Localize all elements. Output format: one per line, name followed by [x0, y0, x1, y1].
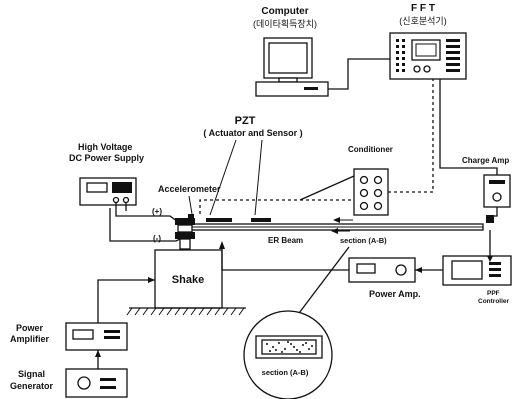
ppf-label-line1: PPF: [487, 290, 500, 297]
section-arrow-icon: [333, 217, 340, 223]
computer-sublabel: (데이타획득장치): [253, 18, 317, 29]
fft-screen: [411, 39, 441, 61]
signal-generator-label-line2: Generator: [10, 381, 54, 391]
section-detail-view: section (A-B): [243, 310, 333, 399]
computer-label: Computer: [261, 6, 308, 17]
charge-amp: [483, 174, 511, 208]
signal-generator: [65, 368, 128, 398]
chargeamp-ppf-arrow-icon: [487, 256, 493, 262]
power-amplifier: [65, 322, 128, 351]
accelerometer-conditioner-cable: [199, 199, 354, 214]
signal-generator-label-line1: Signal: [18, 369, 45, 379]
beam-clamp: [175, 214, 195, 250]
er-fluid-particles: [266, 341, 313, 353]
amplifier-shaker-arrow-icon: [148, 277, 155, 283]
generator-amplifier-arrow-icon: [95, 350, 101, 357]
hv-power-supply: [79, 177, 137, 206]
charge-amp-label: Charge Amp: [462, 156, 509, 165]
ground-hatch: [126, 307, 245, 316]
amplifier-shaker-cable: [97, 279, 155, 323]
beam-tip-sensor: [486, 215, 494, 223]
ppf-label-line2: Controller: [478, 298, 510, 305]
power-amp: [348, 257, 416, 283]
fft-sublabel: (신호분석기): [399, 16, 446, 26]
power-amp-label: Power Amp.: [369, 289, 421, 299]
power-amplifier-label-line2: Amplifier: [10, 334, 50, 344]
monitor-icon: [263, 37, 313, 83]
conditioner-label: Conditioner: [348, 145, 393, 154]
fft-label: F F T: [411, 3, 435, 14]
pzt-sublabel: ( Actuator and Sensor ): [203, 128, 302, 138]
er-beam-label: ER Beam: [268, 236, 303, 245]
computer-fft-cable: [328, 58, 390, 90]
shaker: Shake: [154, 249, 223, 309]
hv-positive-wire: [115, 202, 179, 223]
hv-label-line1: High Voltage: [78, 142, 132, 152]
conditioner: [353, 168, 389, 216]
hv-negative-wire: [109, 208, 183, 242]
conditioner-fft-cable: [388, 79, 434, 193]
pzt-sensor: [251, 218, 271, 222]
hv-label-line2: DC Power Supply: [69, 153, 144, 163]
pzt-leader-sensor: [254, 139, 263, 216]
section-label: section (A-B): [340, 236, 387, 245]
pzt-label: PZT: [235, 115, 256, 127]
ppf-controller: [442, 255, 512, 286]
shake-label: Shake: [172, 274, 204, 286]
fft-analyzer: F F T (신호분석기): [389, 3, 467, 80]
minus-label: (-): [153, 234, 161, 243]
pzt-leader-actuator: [209, 139, 237, 216]
computer-base-icon: [255, 81, 329, 97]
poweramp-arrow-icon: [219, 241, 225, 249]
accelerometer-label: Accelerometer: [158, 184, 221, 194]
section-detail-label: section (A-B): [262, 368, 309, 377]
poweramp-pzt-cable: [221, 243, 349, 271]
ppf-arrow-icon: [415, 267, 422, 273]
computer: Computer (데이타획득장치): [253, 6, 329, 97]
pzt-actuator: [206, 218, 232, 222]
chargeamp-fft-cable: [439, 79, 498, 175]
plus-label: (+): [152, 207, 162, 216]
power-amplifier-label-line1: Power: [16, 323, 44, 333]
